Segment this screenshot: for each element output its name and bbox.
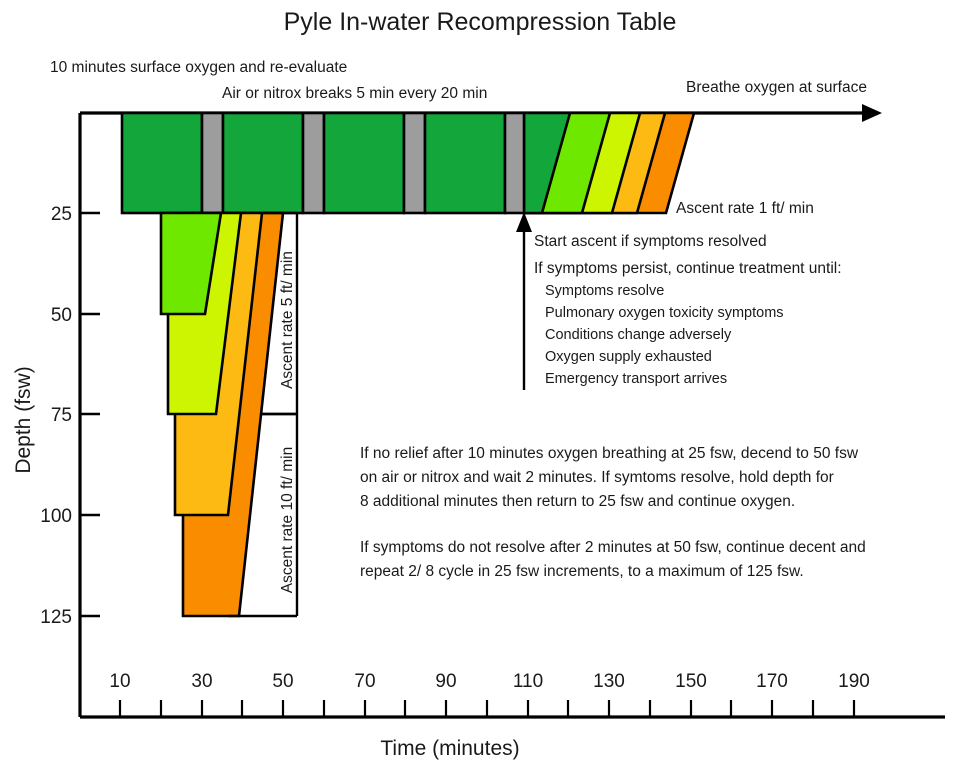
final-ascent-bands: [522, 111, 696, 215]
y-axis-label: Depth (fsw): [12, 366, 35, 473]
break-segment: [200, 111, 225, 215]
x-tick-label: 170: [756, 671, 788, 692]
treatment-notes-block: Start ascent if symptoms resolved If sym…: [534, 233, 842, 387]
protocol-paragraph-2: If symptoms do not resolve after 2 minut…: [360, 539, 866, 580]
ascent-rate-1-label: Ascent rate 1 ft/ min: [676, 200, 814, 217]
paragraph-1-line: 8 additional minutes then return to 25 f…: [360, 493, 795, 510]
x-tick-label: 10: [109, 671, 130, 692]
y-axis-tick-labels: 25 50 75 100 125: [40, 204, 72, 628]
note-persist-header: If symptoms persist, continue treatment …: [534, 260, 842, 277]
note-persist-item: Symptoms resolve: [545, 283, 664, 299]
break-segment: [301, 111, 326, 215]
page-title: Pyle In-water Recompression Table: [284, 8, 677, 36]
x-tick-label: 150: [675, 671, 707, 692]
paragraph-2-line: repeat 2/ 8 cycle in 25 fsw increments, …: [360, 563, 804, 580]
oxygen-segment: [221, 111, 305, 215]
ascent-rate-10-label: Ascent rate 10 ft/ min: [279, 447, 296, 593]
depth-excursion-profiles: [159, 211, 285, 618]
x-tick-label: 70: [354, 671, 375, 692]
oxygen-segment: [423, 111, 507, 215]
note-persist-item: Emergency transport arrives: [545, 371, 727, 387]
x-axis-ticks: [118, 700, 856, 717]
oxygen-segments-25fsw: [120, 111, 526, 215]
annotation-breathe-oxygen-at-surface: Breathe oxygen at surface: [686, 79, 867, 96]
annotation-surface-oxygen: 10 minutes surface oxygen and re-evaluat…: [50, 59, 347, 76]
y-tick-label: 25: [51, 204, 72, 225]
oxygen-segment: [322, 111, 406, 215]
note-persist-item: Oxygen supply exhausted: [545, 349, 712, 365]
x-tick-label: 30: [191, 671, 212, 692]
ascent-rate-bracket-10: Ascent rate 10 ft/ min: [228, 412, 299, 618]
y-axis-ticks: [80, 211, 100, 618]
x-tick-label: 110: [513, 671, 543, 692]
break-segment: [503, 111, 526, 215]
x-axis-label: Time (minutes): [380, 737, 519, 760]
excursion-50fsw: [159, 211, 223, 316]
paragraph-1-line: on air or nitrox and wait 2 minutes. If …: [360, 469, 834, 486]
start-ascent-callout-arrow: [516, 212, 532, 390]
x-tick-label: 90: [435, 671, 456, 692]
x-tick-label: 50: [272, 671, 293, 692]
ascent-rate-5-label: Ascent rate 5 ft/ min: [279, 251, 296, 389]
x-tick-label: 130: [593, 671, 625, 692]
protocol-paragraph-1: If no relief after 10 minutes oxygen bre…: [360, 445, 859, 510]
annotation-air-nitrox-breaks: Air or nitrox breaks 5 min every 20 min: [222, 85, 487, 102]
paragraph-2-line: If symptoms do not resolve after 2 minut…: [360, 539, 866, 556]
x-tick-label: 190: [838, 671, 870, 692]
y-tick-label: 125: [40, 607, 72, 628]
oxygen-segment: [120, 111, 204, 215]
note-persist-item: Pulmonary oxygen toxicity symptoms: [545, 305, 784, 321]
y-tick-label: 50: [51, 305, 72, 326]
x-axis-tick-labels: 10 30 50 70 90 110 130 150 170 190: [109, 671, 869, 692]
break-segment: [402, 111, 427, 215]
y-tick-label: 100: [40, 506, 72, 527]
note-persist-item: Conditions change adversely: [545, 327, 732, 343]
y-tick-label: 75: [51, 405, 72, 426]
paragraph-1-line: If no relief after 10 minutes oxygen bre…: [360, 445, 859, 462]
note-start-ascent: Start ascent if symptoms resolved: [534, 233, 767, 250]
